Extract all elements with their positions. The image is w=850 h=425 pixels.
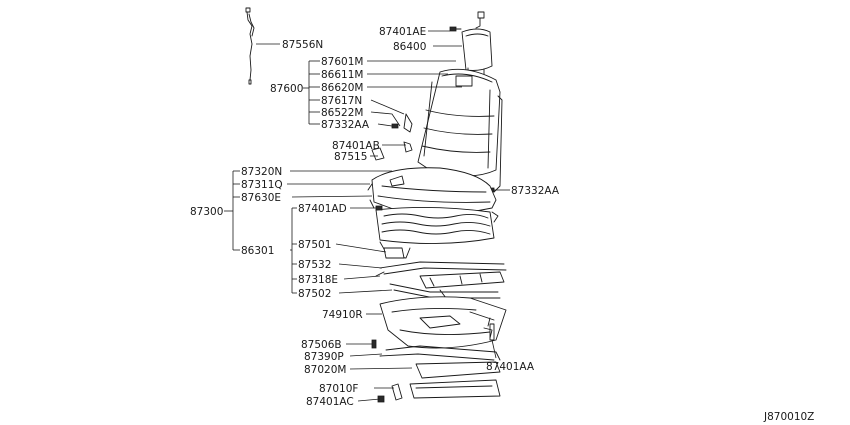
part-label-87401AB: 87401AB <box>332 140 380 152</box>
part-label-86611M: 86611M <box>321 69 363 81</box>
part-label-87020M: 87020M <box>304 364 346 376</box>
spring-frame-drawing <box>375 205 499 259</box>
part-label-86620M: 86620M <box>321 82 363 94</box>
part-label-87601M: 87601M <box>321 56 363 68</box>
part-label-87332AA-left: 87332AA <box>321 119 370 131</box>
part-label-87401AA: 87401AA <box>486 361 535 373</box>
part-label-74910R: 74910R <box>322 309 363 321</box>
part-label-87600: 87600 <box>270 83 303 95</box>
part-label-87320N: 87320N <box>241 166 282 178</box>
part-label-87401AE: 87401AE <box>379 26 426 38</box>
part-label-87390P: 87390P <box>304 351 344 363</box>
part-label-87401AC: 87401AC <box>306 396 354 408</box>
part-label-86522M: 86522M <box>321 107 363 119</box>
part-label-87532: 87532 <box>298 259 331 271</box>
part-labels: 87556N 87401AE 86400 87601M 86611M 87600… <box>190 26 814 423</box>
slide-rail-drawing <box>375 261 507 299</box>
lower-frame-drawing <box>371 323 501 403</box>
part-label-87556N: 87556N <box>282 39 323 51</box>
part-label-87515: 87515 <box>334 151 367 163</box>
part-label-87300: 87300 <box>190 206 223 218</box>
part-label-87501: 87501 <box>298 239 331 251</box>
part-label-87617N: 87617N <box>321 95 362 107</box>
part-label-87630E: 87630E <box>241 192 281 204</box>
part-label-86301: 86301 <box>241 245 274 257</box>
part-label-87010F: 87010F <box>319 383 358 395</box>
diagram-code: J870010Z <box>763 411 814 423</box>
seat-pan-drawing <box>379 296 507 349</box>
part-label-87401AD: 87401AD <box>298 203 347 215</box>
part-label-87332AA-right: 87332AA <box>511 185 560 197</box>
seat-cushion-drawing <box>367 167 497 214</box>
part-label-87502: 87502 <box>298 288 331 300</box>
seat-back-drawing <box>371 68 503 193</box>
part-label-86400: 86400 <box>393 41 426 53</box>
leader-lines <box>224 30 510 402</box>
part-label-87311Q: 87311Q <box>241 179 283 191</box>
part-label-87318E: 87318E <box>298 274 338 286</box>
wire-harness-drawing <box>245 7 255 85</box>
part-label-87506B: 87506B <box>301 339 342 351</box>
